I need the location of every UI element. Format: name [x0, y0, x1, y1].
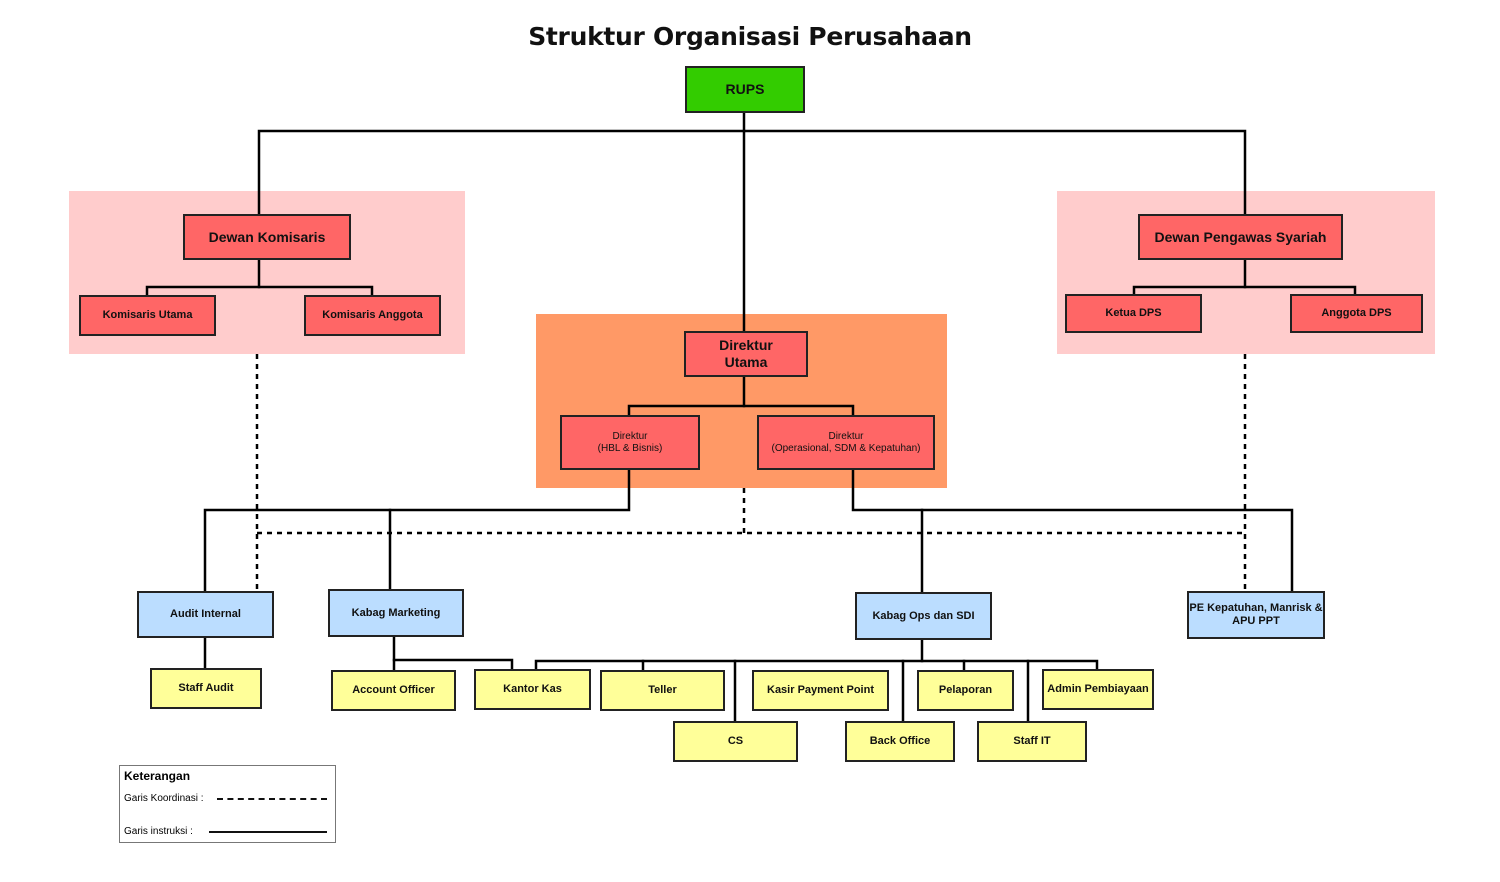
- node-kabag-marketing[interactable]: Kabag Marketing: [328, 589, 464, 637]
- line-ops-bus: [851, 467, 1294, 594]
- node-direktur-ops[interactable]: Direktur (Operasional, SDM & Kepatuhan): [757, 415, 935, 470]
- node-cs[interactable]: CS: [673, 721, 798, 762]
- node-staff-it[interactable]: Staff IT: [977, 721, 1087, 762]
- direktur-ops-line2: (Operasional, SDM & Kepatuhan): [771, 442, 921, 454]
- node-pelaporan[interactable]: Pelaporan: [917, 670, 1014, 711]
- direktur-utama-line1: Direktur: [719, 337, 773, 353]
- node-pe-kepatuhan[interactable]: PE Kepatuhan, Manrisk & APU PPT: [1187, 591, 1325, 639]
- node-direktur-hbl[interactable]: Direktur (HBL & Bisnis): [560, 415, 700, 470]
- chart-title: Struktur Organisasi Perusahaan: [528, 22, 972, 51]
- node-admin-pembiayaan[interactable]: Admin Pembiayaan: [1042, 669, 1154, 710]
- node-audit-internal[interactable]: Audit Internal: [137, 591, 274, 638]
- line-hbl-bus: [203, 467, 631, 594]
- line-top-bus: [257, 129, 1247, 216]
- node-komisaris-anggota[interactable]: Komisaris Anggota: [304, 295, 441, 336]
- direktur-hbl-line2: (HBL & Bisnis): [597, 442, 663, 454]
- node-dewan-pengawas-syariah[interactable]: Dewan Pengawas Syariah: [1138, 214, 1343, 260]
- node-staff-audit[interactable]: Staff Audit: [150, 668, 262, 709]
- node-anggota-dps[interactable]: Anggota DPS: [1290, 294, 1423, 333]
- legend-dashed-line-icon: [217, 798, 327, 800]
- node-ketua-dps[interactable]: Ketua DPS: [1065, 294, 1202, 333]
- pe-kepatuhan-line1: PE Kepatuhan, Manrisk &: [1189, 602, 1323, 614]
- node-rups[interactable]: RUPS: [685, 66, 805, 113]
- legend-instruction-label: Garis instruksi :: [124, 826, 193, 837]
- line-dk-children: [145, 285, 374, 298]
- legend-title: Keterangan: [124, 769, 191, 783]
- node-dewan-komisaris[interactable]: Dewan Komisaris: [183, 214, 351, 260]
- direktur-ops-line1: Direktur: [828, 430, 864, 442]
- legend-solid-line-icon: [209, 831, 327, 833]
- line-dirut-children: [627, 404, 855, 418]
- pe-kepatuhan-line2: APU PPT: [1232, 615, 1280, 627]
- line-dps-children: [1132, 285, 1357, 297]
- node-komisaris-utama[interactable]: Komisaris Utama: [79, 295, 216, 336]
- legend-coordination-label: Garis Koordinasi :: [124, 793, 204, 804]
- node-account-officer[interactable]: Account Officer: [331, 670, 456, 711]
- node-back-office[interactable]: Back Office: [845, 721, 955, 762]
- direktur-utama-line2: Utama: [724, 354, 768, 370]
- legend: Keterangan Garis Koordinasi : Garis inst…: [119, 765, 336, 843]
- node-kasir-payment-point[interactable]: Kasir Payment Point: [752, 670, 889, 711]
- node-kabag-ops[interactable]: Kabag Ops dan SDI: [855, 592, 992, 640]
- direktur-hbl-line1: Direktur: [612, 430, 648, 442]
- node-direktur-utama[interactable]: Direktur Utama: [684, 331, 808, 377]
- line-ops-children-bus: [534, 659, 1099, 672]
- line-marketing-children: [392, 658, 514, 673]
- node-kantor-kas[interactable]: Kantor Kas: [474, 669, 591, 710]
- node-teller[interactable]: Teller: [600, 670, 725, 711]
